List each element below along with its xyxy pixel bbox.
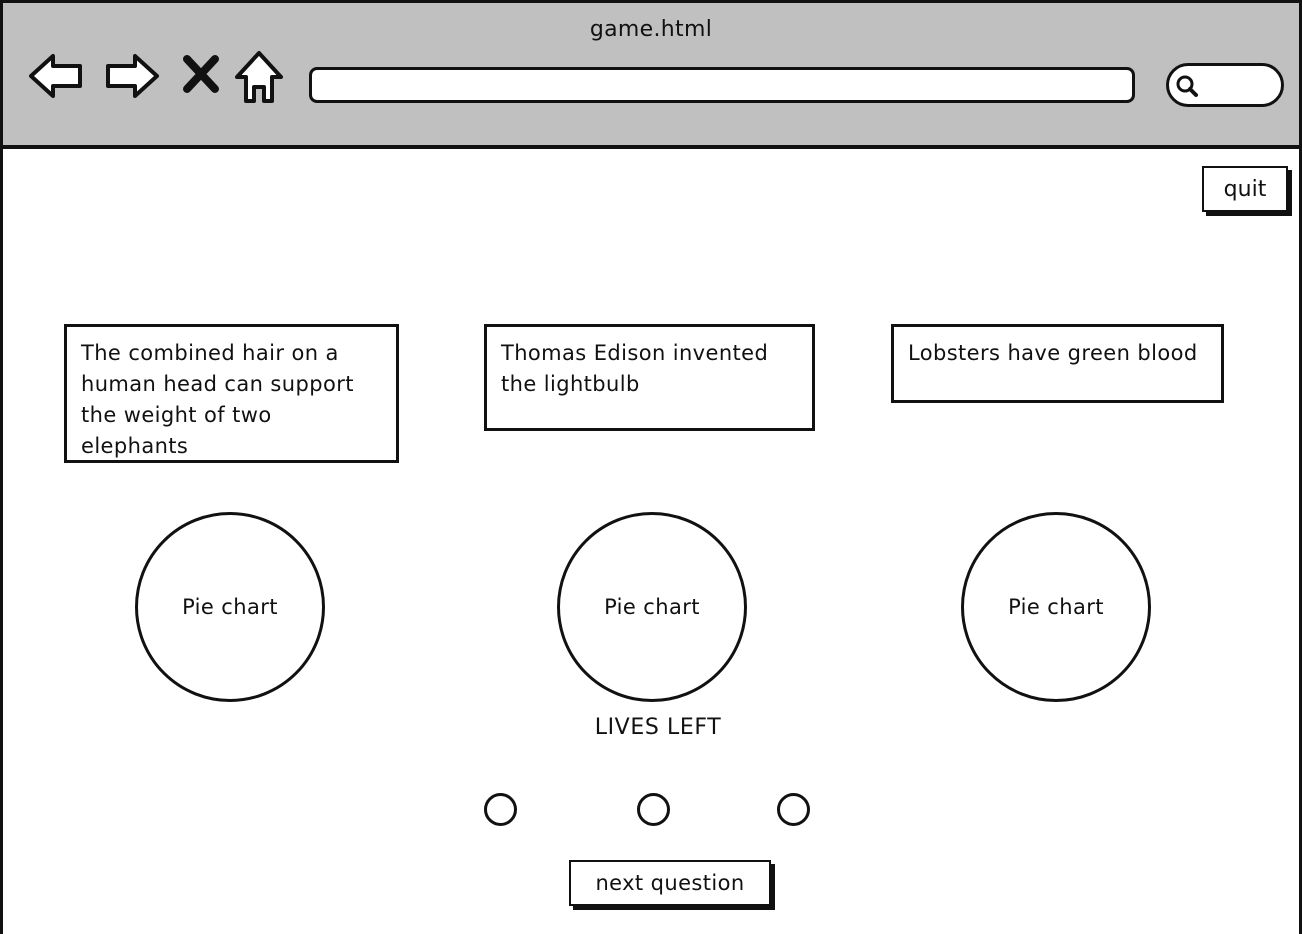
pie-chart-label: Pie chart — [182, 595, 278, 619]
stop-x-icon[interactable] — [175, 47, 227, 105]
magnifier-icon — [1176, 75, 1198, 97]
next-question-button[interactable]: next question — [569, 860, 771, 906]
forward-arrow-icon[interactable] — [103, 47, 161, 105]
pie-chart-1: Pie chart — [135, 512, 325, 702]
home-icon[interactable] — [231, 47, 287, 105]
search-field[interactable] — [1166, 63, 1284, 107]
back-arrow-icon[interactable] — [27, 47, 85, 105]
url-bar[interactable] — [309, 67, 1135, 103]
pie-chart-2: Pie chart — [557, 512, 747, 702]
fact-card-1[interactable]: The combined hair on a human head can su… — [64, 324, 399, 463]
pie-chart-label: Pie chart — [1008, 595, 1104, 619]
browser-chrome: game.html — [3, 3, 1299, 149]
pie-chart-3: Pie chart — [961, 512, 1151, 702]
life-indicator-3 — [777, 793, 810, 826]
life-indicator-2 — [637, 793, 670, 826]
fact-card-2[interactable]: Thomas Edison invented the lightbulb — [484, 324, 815, 431]
lives-left-label: LIVES LEFT — [594, 715, 722, 740]
fact-card-3[interactable]: Lobsters have green blood — [891, 324, 1224, 403]
pie-chart-label: Pie chart — [604, 595, 700, 619]
window-title: game.html — [589, 17, 713, 42]
quit-button[interactable]: quit — [1202, 166, 1288, 212]
life-indicator-1 — [484, 793, 517, 826]
